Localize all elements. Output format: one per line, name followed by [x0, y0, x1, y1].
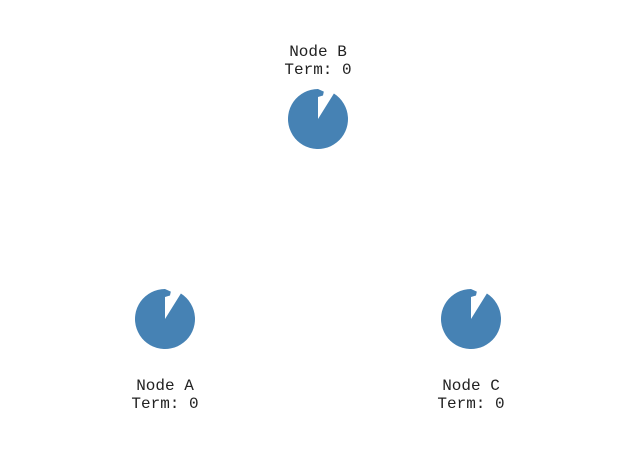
node-c-timer-notch: [471, 289, 477, 297]
node-b[interactable]: Node B Term: 0: [284, 43, 352, 149]
node-c-timer-circle: [441, 289, 502, 349]
node-a[interactable]: Node A Term: 0: [131, 289, 199, 413]
node-b-name: Node B: [289, 43, 347, 61]
node-a-timer-notch: [165, 289, 171, 297]
node-b-timer-circle: [288, 89, 349, 149]
node-c[interactable]: Node C Term: 0: [437, 289, 505, 413]
node-a-timer-circle: [135, 289, 196, 349]
node-b-term: Term: 0: [284, 61, 351, 79]
node-c-name: Node C: [442, 377, 500, 395]
node-c-term: Term: 0: [437, 395, 504, 413]
node-a-term: Term: 0: [131, 395, 198, 413]
node-a-name: Node A: [136, 377, 194, 395]
node-b-timer-notch: [318, 89, 324, 97]
